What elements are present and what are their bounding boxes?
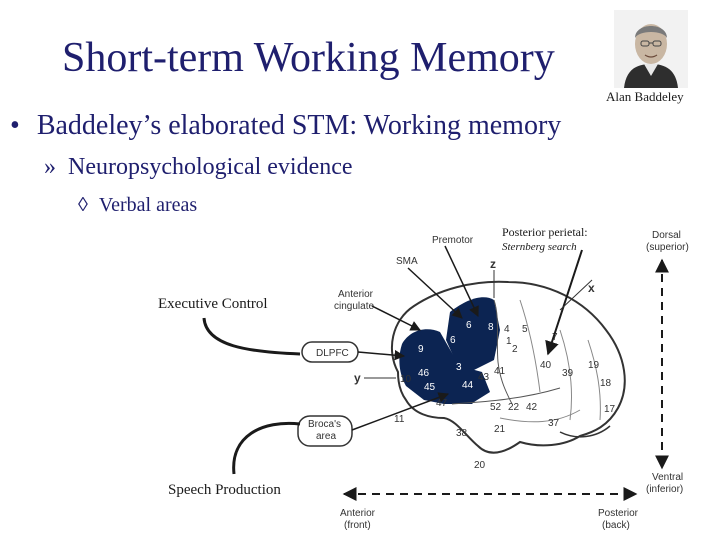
area-number: 7 xyxy=(552,332,558,343)
area-number: 42 xyxy=(526,402,538,413)
posterior-parietal-label: Posterior perietal: xyxy=(502,225,588,239)
label-back: (back) xyxy=(602,520,630,531)
area-number: 40 xyxy=(540,360,552,371)
speech-production-label: Speech Production xyxy=(168,482,281,498)
label-anterior-cingulate: Anterior xyxy=(338,289,374,300)
area-number: 41 xyxy=(494,366,506,377)
label-ventral: Ventral xyxy=(652,472,683,483)
axis-y-label: y xyxy=(354,371,361,385)
bullet-level-2: » Neuropsychological evidence xyxy=(44,154,353,181)
label-anterior-cingulate-2: cingulate xyxy=(334,301,374,312)
sternberg-search-label: Sternberg search xyxy=(502,241,577,253)
area-number: 17 xyxy=(604,404,616,415)
pointer-dlpfc xyxy=(357,349,406,361)
label-premotor: Premotor xyxy=(432,235,474,246)
area-number: 11 xyxy=(394,414,405,425)
connector-speech-production xyxy=(232,421,301,475)
area-number: 6 xyxy=(466,320,472,331)
area-number: 22 xyxy=(508,402,520,413)
area-number: 47 xyxy=(436,398,448,409)
region-border xyxy=(499,409,581,423)
area-number: 38 xyxy=(456,428,468,439)
label-inferior: (inferior) xyxy=(646,484,683,495)
bullet-text: Verbal areas xyxy=(98,194,198,216)
axis-z-label: z xyxy=(490,257,496,271)
area-number: 19 xyxy=(588,360,600,371)
bullet-text: Baddeley’s elaborated STM: Working memor… xyxy=(36,110,562,141)
region-border xyxy=(587,339,601,421)
bullet-marker: » xyxy=(44,154,56,180)
bullet-marker: • xyxy=(10,110,20,141)
area-number: 6 xyxy=(450,335,456,346)
label-superior: (superior) xyxy=(646,242,689,253)
executive-control-label: Executive Control xyxy=(158,296,268,312)
bullet-level-3: ◊ Verbal areas xyxy=(78,194,197,217)
lateral-sulcus xyxy=(451,387,561,405)
label-brocas-area-2: area xyxy=(316,431,336,442)
bullet-marker: ◊ xyxy=(78,194,88,216)
label-posterior: Posterior xyxy=(598,508,639,519)
bullet-level-1: • Baddeley’s elaborated STM: Working mem… xyxy=(10,110,561,142)
portrait-image xyxy=(614,10,688,88)
area-number: 44 xyxy=(462,380,474,391)
area-number: 46 xyxy=(418,368,430,379)
cerebellum-outline xyxy=(559,425,611,438)
label-anterior: Anterior xyxy=(340,508,376,519)
area-number: 21 xyxy=(494,424,506,435)
area-number-group: 6 6 8 9 3 4 5 7 1 2 40 39 19 18 10 46 45… xyxy=(394,320,616,471)
axis-x-line xyxy=(559,279,593,311)
region-border xyxy=(559,329,572,421)
label-dorsal: Dorsal xyxy=(652,230,681,241)
area-number: 45 xyxy=(424,382,436,393)
photo-caption: Alan Baddeley xyxy=(606,89,684,104)
area-number: 9 xyxy=(418,344,424,355)
area-number: 1 xyxy=(506,336,512,347)
central-sulcus xyxy=(493,299,513,405)
pointer-anterior-cingulate xyxy=(371,305,421,331)
connector-executive-control xyxy=(202,317,301,356)
pointer-sma xyxy=(407,267,463,319)
axis-x-label: x xyxy=(588,281,595,295)
area-number: 10 xyxy=(400,374,412,385)
area-number: 20 xyxy=(474,460,486,471)
area-number: 39 xyxy=(562,368,574,379)
area-number: 2 xyxy=(512,344,518,355)
pointer-premotor xyxy=(444,245,479,317)
area-number: 5 xyxy=(522,324,528,335)
area-number: 43 xyxy=(478,372,490,383)
label-brocas-area: Broca's xyxy=(308,419,341,430)
pointer-brocas xyxy=(351,392,449,431)
region-border xyxy=(519,299,541,393)
area-number: 8 xyxy=(488,322,494,333)
label-front: (front) xyxy=(344,520,371,531)
label-dlpfc: DLPFC xyxy=(316,348,349,359)
area-number: 37 xyxy=(548,418,560,429)
bullet-text: Neuropsychological evidence xyxy=(68,154,353,180)
portrait-photo xyxy=(614,10,688,88)
area-number: 4 xyxy=(504,324,510,335)
area-number: 18 xyxy=(600,378,612,389)
area-number: 52 xyxy=(490,402,502,413)
region-inferior-frontal-44 xyxy=(458,366,490,402)
area-number: 3 xyxy=(456,362,462,373)
pointer-sternberg xyxy=(545,249,583,356)
label-sma: SMA xyxy=(396,256,418,267)
slide-title: Short-term Working Memory xyxy=(62,35,555,81)
brocas-box xyxy=(297,415,353,447)
